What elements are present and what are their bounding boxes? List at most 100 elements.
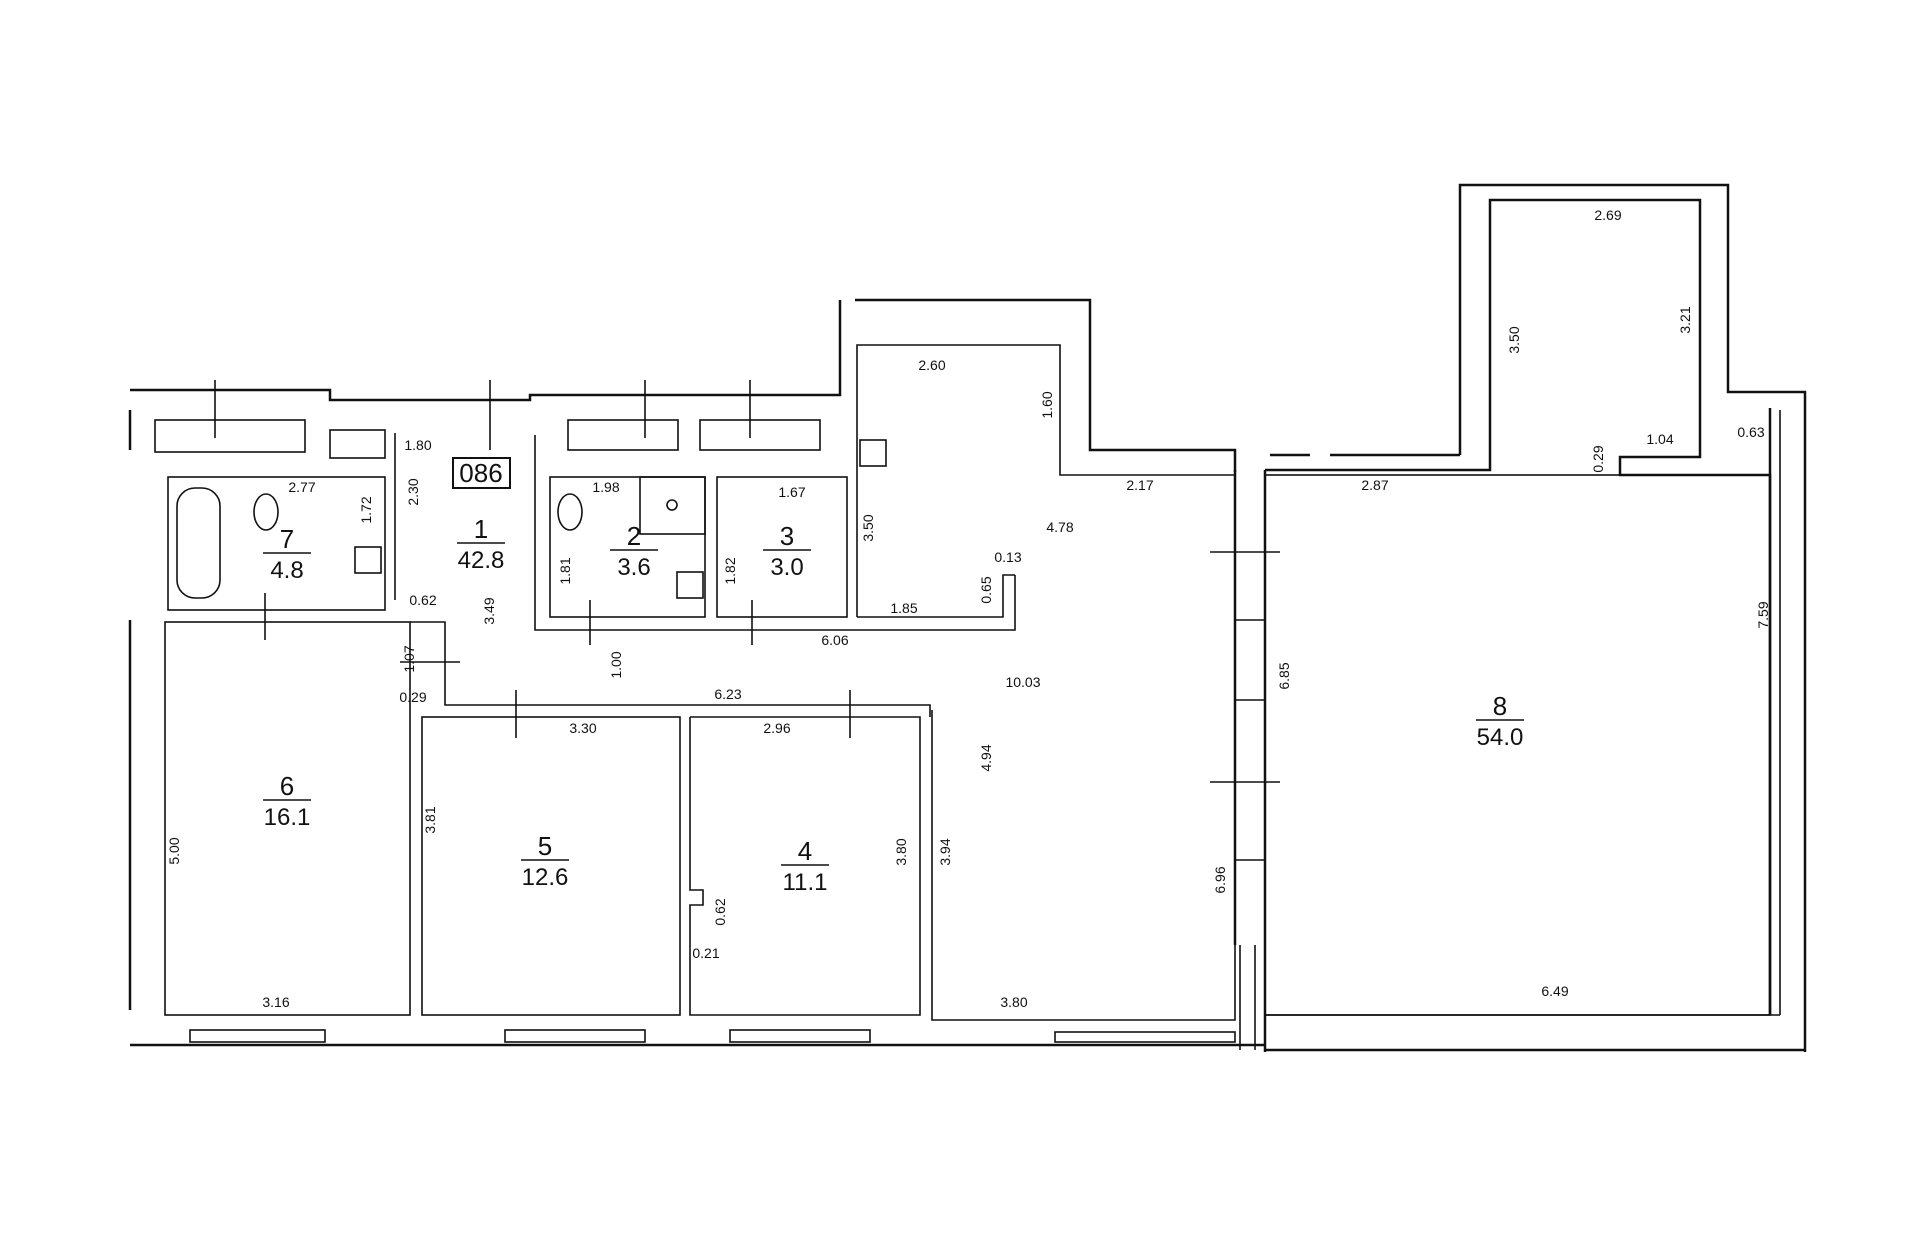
dimension-label: 3.50: [860, 514, 876, 541]
dimension-label: 2.17: [1126, 477, 1153, 493]
dimension-label: 6.49: [1541, 983, 1568, 999]
dimension-label: 3.80: [893, 838, 909, 865]
room-number: 7: [280, 524, 294, 554]
windows: [154, 380, 1236, 1043]
dimension-labels: 2.77 1.72 1.80 2.30 1.98 1.81 1.82 1.67 2.60 1.60…: [166, 207, 1771, 1010]
dimension-label: 1.72: [358, 496, 374, 523]
room-number: 8: [1493, 691, 1507, 721]
room-8-label: 854.0: [1476, 691, 1524, 751]
dimension-label: 3.16: [262, 994, 289, 1010]
room-3-label: 33.0: [763, 521, 811, 581]
dimension-label: 1.85: [890, 600, 917, 616]
room-area: 3.6: [617, 554, 650, 581]
dimension-label: 7.59: [1755, 601, 1771, 628]
plan-code: 086: [459, 458, 502, 488]
room-number: 6: [280, 771, 294, 801]
room-number: 3: [780, 521, 794, 551]
dimension-label: 1.00: [608, 651, 624, 678]
room-4-outline: [689, 716, 921, 1016]
room-number: 2: [627, 521, 641, 551]
room-4-label: 411.1: [781, 836, 829, 896]
dimension-label: 4.94: [978, 744, 994, 771]
room-number: 5: [538, 831, 552, 861]
window: [329, 429, 386, 459]
window: [154, 419, 306, 453]
dimension-label: 1.67: [778, 484, 805, 500]
dimension-label: 10.03: [1005, 674, 1040, 690]
dimension-label: 2.69: [1594, 207, 1621, 223]
dimension-label: 3.30: [569, 720, 596, 736]
dimension-label: 3.81: [422, 806, 438, 833]
dimension-label: 1.82: [722, 557, 738, 584]
room-1-label: 142.8: [457, 514, 505, 574]
room-area: 16.1: [264, 804, 311, 831]
exterior-walls: [128, 183, 1807, 1052]
room-number: 4: [798, 836, 812, 866]
dimension-label: 0.62: [712, 898, 728, 925]
room-6-label: 616.1: [263, 771, 311, 831]
dimension-label: 0.29: [1590, 445, 1606, 472]
room-area: 54.0: [1477, 724, 1524, 751]
dimension-label: 0.29: [399, 689, 426, 705]
dimension-label: 3.94: [937, 838, 953, 865]
dimension-label: 2.77: [288, 479, 315, 495]
dimension-label: 1.81: [557, 557, 573, 584]
bathtub-icon: [176, 487, 221, 599]
dimension-label: 3.80: [1000, 994, 1027, 1010]
room-7-outline: [167, 476, 386, 611]
window: [1054, 1031, 1236, 1043]
dimension-label: 2.87: [1361, 477, 1388, 493]
radiator-icon: [354, 546, 382, 574]
radiator-icon: [676, 571, 704, 599]
room-2-outline: [549, 476, 706, 618]
window: [699, 419, 821, 451]
room-2-label: 23.6: [610, 521, 658, 581]
window: [189, 1029, 326, 1043]
dimension-label: 6.23: [714, 686, 741, 702]
doors: [264, 551, 1280, 861]
dimension-label: 1.98: [592, 479, 619, 495]
dimension-label: 1.60: [1039, 391, 1055, 418]
dimension-label: 1.07: [401, 645, 417, 672]
window: [729, 1029, 871, 1043]
window: [567, 419, 679, 451]
dimension-label: 3.21: [1677, 306, 1693, 333]
sink-icon: [639, 476, 706, 535]
room-outlines: [164, 344, 1781, 1052]
dimension-label: 3.49: [481, 597, 497, 624]
room-number: 1: [474, 514, 488, 544]
dimension-label: 0.62: [409, 592, 436, 608]
room-area: 3.0: [770, 554, 803, 581]
dimension-label: 0.13: [994, 549, 1021, 565]
dimension-label: 4.78: [1046, 519, 1073, 535]
fixtures: [176, 439, 887, 599]
sink-drain-icon: [666, 499, 678, 511]
dimension-label: 0.65: [978, 576, 994, 603]
room-3-outline: [716, 476, 848, 618]
dimension-label: 3.50: [1506, 326, 1522, 353]
dimension-label: 1.80: [404, 437, 431, 453]
dimension-label: 6.96: [1212, 866, 1228, 893]
dimension-label: 1.04: [1646, 431, 1673, 447]
dimension-label: 6.06: [821, 632, 848, 648]
room-7-label: 74.8: [263, 524, 311, 584]
room-6-outline: [164, 621, 411, 1016]
dimension-label: 2.30: [405, 478, 421, 505]
dimension-label: 2.60: [918, 357, 945, 373]
dimension-label: 0.21: [692, 945, 719, 961]
room-area: 42.8: [458, 547, 505, 574]
dimension-label: 5.00: [166, 837, 182, 864]
dimension-label: 2.96: [763, 720, 790, 736]
room-5-label: 512.6: [521, 831, 569, 891]
room-5-outline: [421, 716, 681, 1016]
room-area: 12.6: [522, 864, 569, 891]
dimension-label: 6.85: [1276, 662, 1292, 689]
toilet-icon: [253, 493, 279, 531]
toilet-icon: [557, 493, 583, 531]
radiator-icon: [859, 439, 887, 467]
room-area: 4.8: [270, 557, 303, 584]
dimension-label: 0.63: [1737, 424, 1764, 440]
plan-code-box: [452, 457, 511, 489]
